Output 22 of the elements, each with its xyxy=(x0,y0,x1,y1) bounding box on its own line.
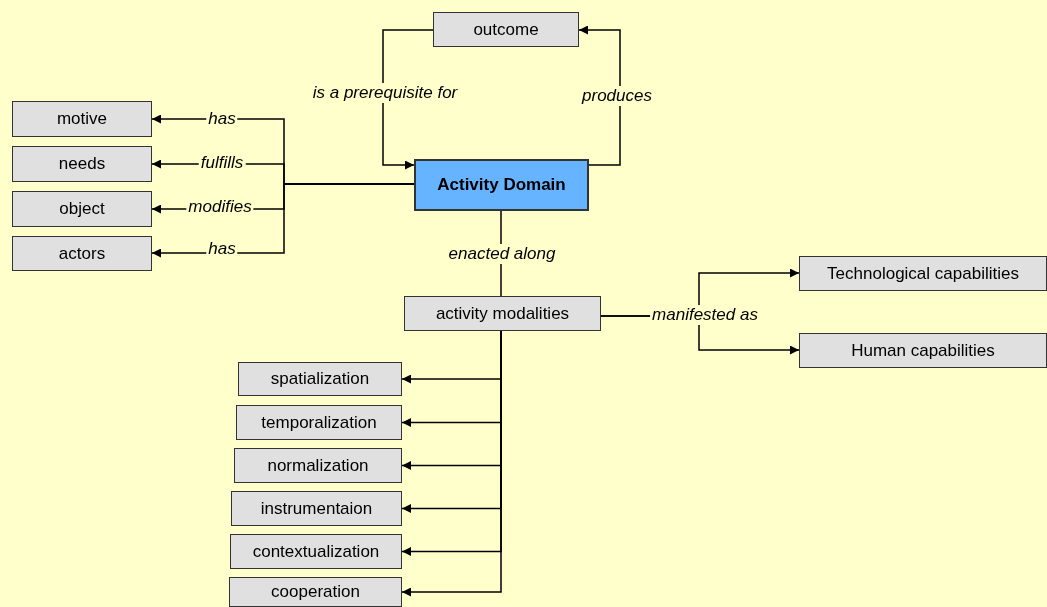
edge-label: is a prerequisite for xyxy=(310,83,460,103)
arrow xyxy=(578,25,621,166)
arrow xyxy=(151,183,415,258)
concept-box: cooperation xyxy=(229,577,402,607)
central-concept-box: Activity Domain xyxy=(414,159,589,211)
arrow xyxy=(382,29,434,170)
edge-label: manifested as xyxy=(650,305,760,325)
concept-box: outcome xyxy=(433,12,579,47)
concept-box: instrumentaion xyxy=(231,491,402,526)
concept-box: Technological capabilities xyxy=(799,256,1047,291)
concept-box: normalization xyxy=(234,448,402,483)
edge-label: produces xyxy=(580,86,654,106)
concept-box: object xyxy=(12,191,152,227)
concept-box: activity modalities xyxy=(404,296,601,331)
concept-box: contextualization xyxy=(230,534,402,569)
concept-box: needs xyxy=(12,146,152,182)
concept-box: spatialization xyxy=(238,362,402,396)
concept-box: motive xyxy=(12,101,152,137)
concept-box: actors xyxy=(12,236,152,271)
concept-box: Human capabilities xyxy=(799,333,1047,368)
edge-label: enacted along xyxy=(446,244,558,264)
concept-box: temporalization xyxy=(236,405,402,440)
